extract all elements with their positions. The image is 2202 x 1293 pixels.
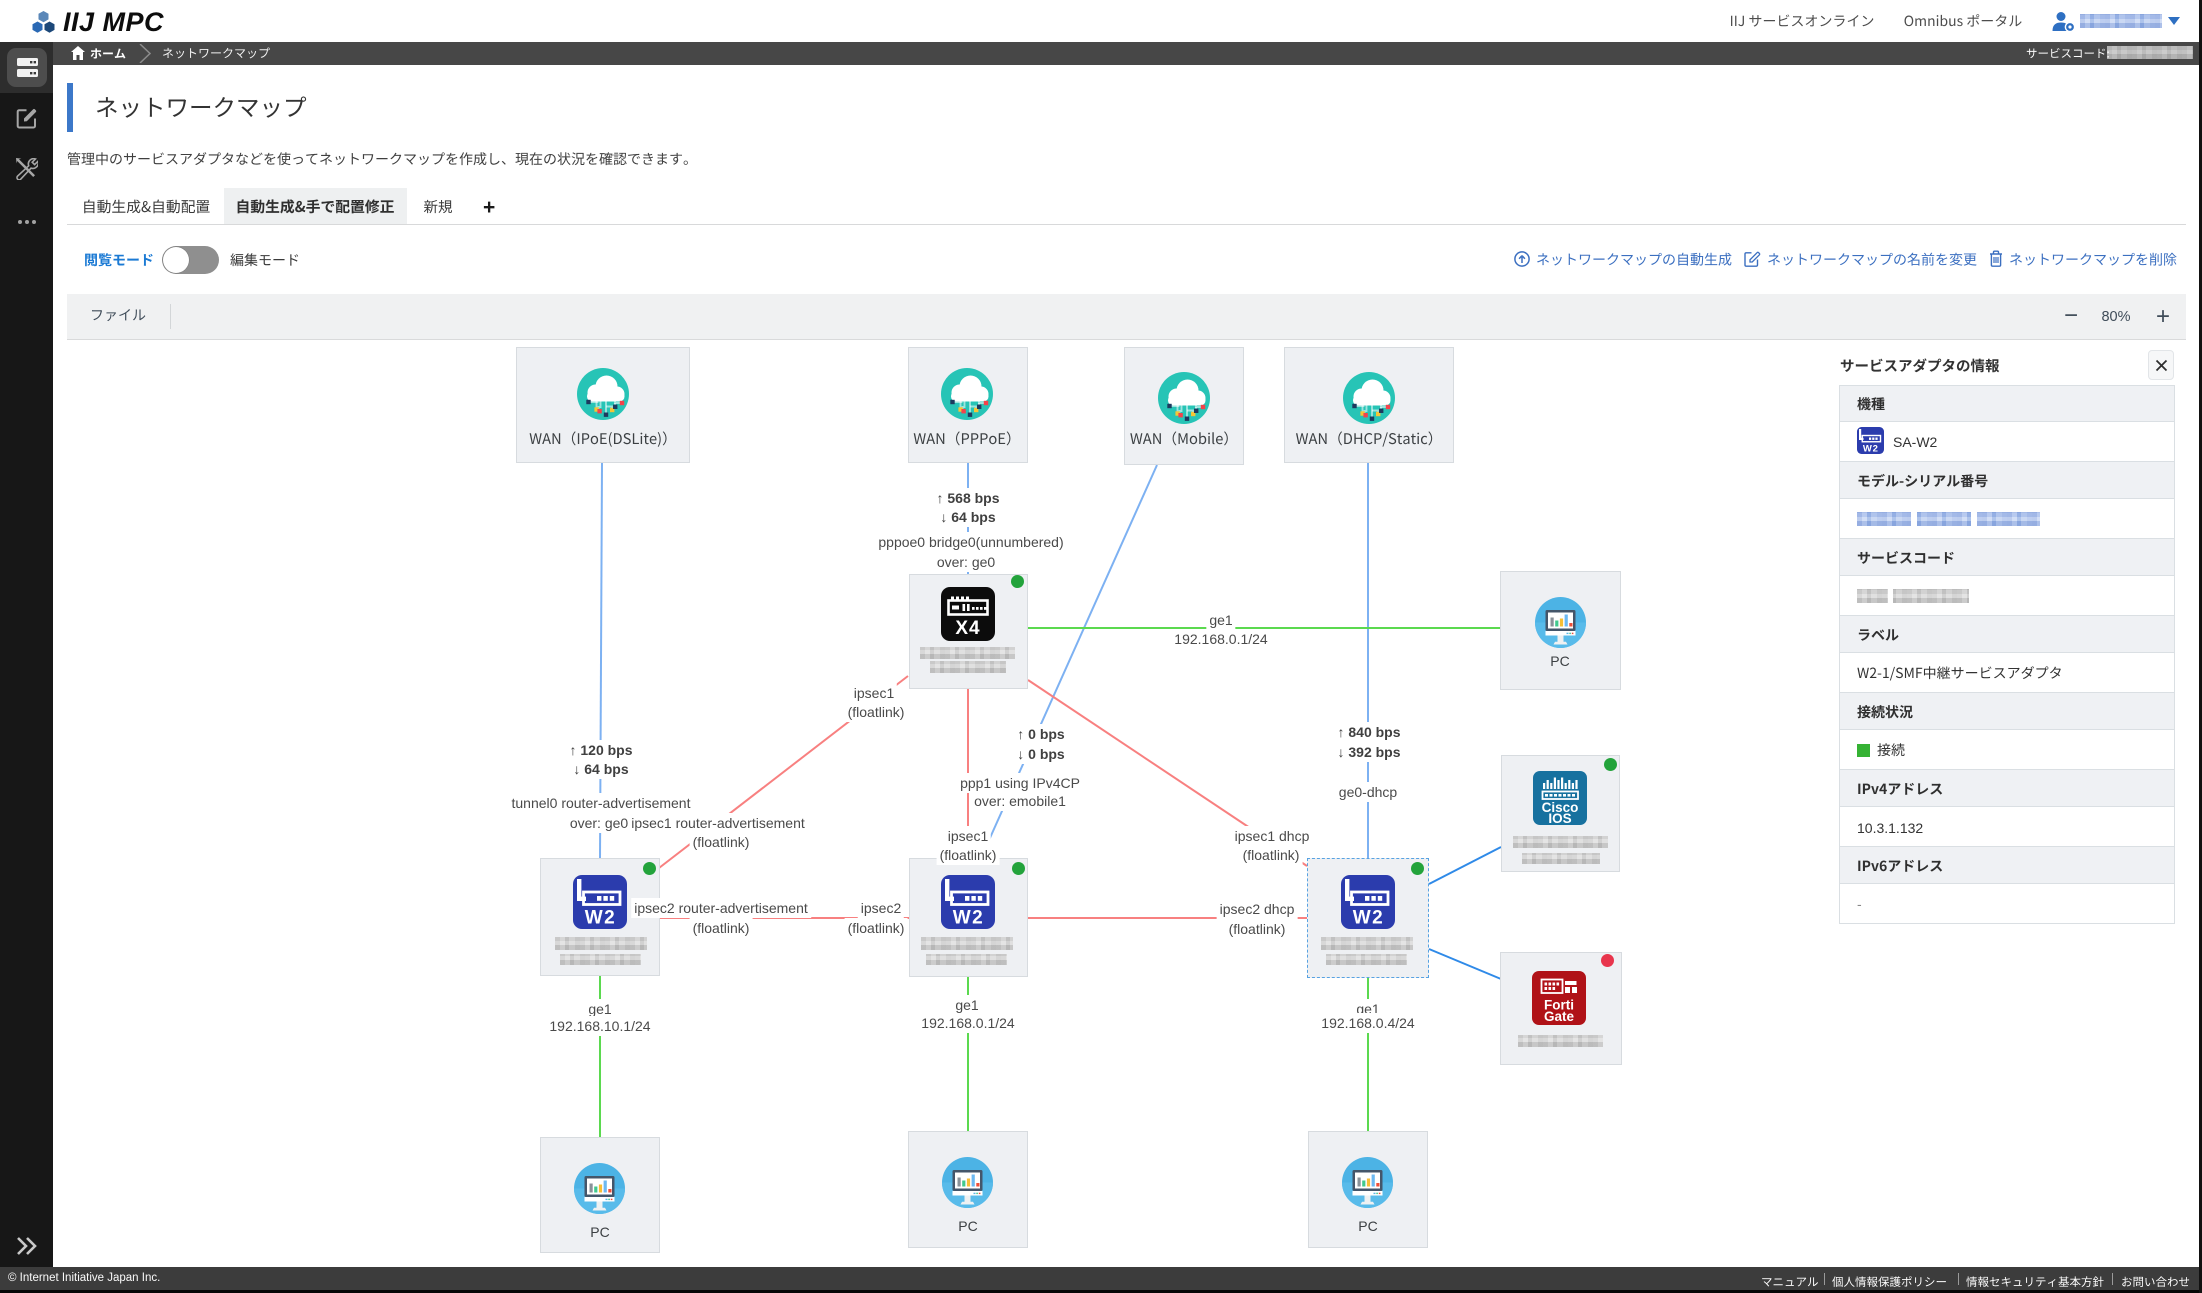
svg-text:X4: X4 [955, 618, 980, 639]
svg-text:Gate: Gate [1544, 1009, 1575, 1024]
svg-text:IOS: IOS [1548, 811, 1571, 825]
svg-text:Cisco: Cisco [1542, 800, 1579, 815]
svg-text:Forti: Forti [1544, 998, 1574, 1013]
